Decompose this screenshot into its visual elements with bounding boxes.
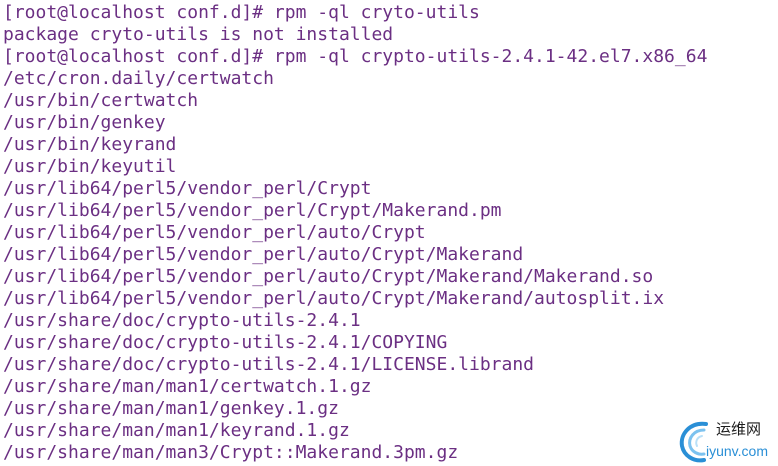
terminal-line: /usr/share/man/man3/Crypt::Makerand.3pm.…: [3, 442, 459, 463]
terminal-line: /usr/share/man/man1/keyrand.1.gz: [3, 420, 350, 441]
swirl-logo-icon: [679, 421, 708, 463]
terminal-line: /usr/share/doc/crypto-utils-2.4.1: [3, 310, 361, 331]
terminal-line: /usr/bin/genkey: [3, 112, 166, 133]
terminal-line: /usr/share/doc/crypto-utils-2.4.1/LICENS…: [3, 354, 535, 375]
terminal-line: /usr/share/man/man1/certwatch.1.gz: [3, 376, 372, 397]
terminal-line: [root@localhost conf.d]# rpm -ql cryto-u…: [3, 2, 480, 23]
terminal-line: /usr/share/doc/crypto-utils-2.4.1/COPYIN…: [3, 332, 448, 353]
terminal-line: /usr/lib64/perl5/vendor_perl/auto/Crypt/…: [3, 288, 665, 309]
terminal-line: /etc/cron.daily/certwatch: [3, 68, 274, 89]
terminal-line: /usr/lib64/perl5/vendor_perl/auto/Crypt/…: [3, 266, 654, 287]
terminal-line: /usr/share/man/man1/genkey.1.gz: [3, 398, 339, 419]
terminal-line: package cryto-utils is not installed: [3, 24, 394, 45]
terminal-line: /usr/bin/keyrand: [3, 134, 177, 155]
terminal-line: /usr/lib64/perl5/vendor_perl/auto/Crypt: [3, 222, 426, 243]
terminal-output: [root@localhost conf.d]# rpm -ql cryto-u…: [3, 2, 707, 464]
watermark-en-text: iyunv.com: [706, 443, 768, 459]
terminal-line: /usr/lib64/perl5/vendor_perl/auto/Crypt/…: [3, 244, 524, 265]
terminal-line: /usr/lib64/perl5/vendor_perl/Crypt/Maker…: [3, 200, 502, 221]
terminal-line: /usr/bin/keyutil: [3, 156, 177, 177]
watermark: 运维网 iyunv.com: [676, 418, 776, 464]
watermark-cn-text: 运维网: [716, 420, 762, 438]
terminal-line: /usr/lib64/perl5/vendor_perl/Crypt: [3, 178, 372, 199]
terminal-line: /usr/bin/certwatch: [3, 90, 199, 111]
terminal-line: [root@localhost conf.d]# rpm -ql crypto-…: [3, 46, 708, 67]
